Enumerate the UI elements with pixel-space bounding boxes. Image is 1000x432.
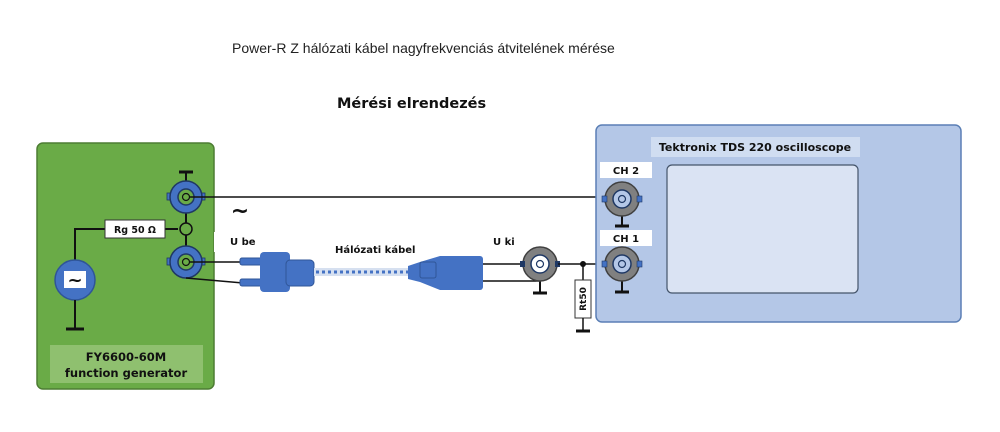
plug-neck	[285, 259, 315, 287]
plug-body	[260, 252, 290, 292]
ube-label-bg	[214, 232, 248, 252]
output-voltage-label: U ki	[493, 237, 515, 248]
ch1-label: CH 1	[613, 234, 639, 245]
page-title: Power-R Z hálózati kábel nagyfrekvenciás…	[232, 40, 615, 56]
plug-wire-bottom	[185, 277, 244, 284]
bnc-pin	[617, 259, 627, 269]
plug-socket-body	[443, 256, 483, 290]
rg-resistor-label: Rg 50 Ω	[114, 225, 156, 236]
signal-sine-icon: ~	[231, 199, 249, 224]
power-plug-female	[408, 256, 483, 290]
bnc-pin	[535, 259, 545, 269]
oscilloscope: Tektronix TDS 220 oscilloscope CH 2 CH 1	[595, 124, 962, 323]
bnc-pin	[617, 194, 627, 204]
input-voltage-label: U be	[230, 237, 256, 248]
bnc-lug	[601, 195, 608, 203]
oscilloscope-name: Tektronix TDS 220 oscilloscope	[659, 141, 851, 154]
bnc-lug	[520, 261, 525, 267]
ch1-label-box	[600, 230, 652, 246]
generator-name-line1: FY6600-60M	[86, 350, 166, 364]
output-bnc	[520, 246, 560, 295]
junction-node	[179, 222, 193, 236]
rg-resistor	[104, 219, 166, 239]
bnc-lug	[636, 260, 643, 268]
bnc-lug	[601, 260, 608, 268]
bnc-pin	[181, 257, 191, 267]
oscilloscope-name-box	[651, 137, 860, 157]
generator-label-box	[50, 345, 203, 383]
ac-source-symbol-box	[64, 271, 86, 288]
plug-collar	[419, 261, 437, 279]
diagram-subtitle: Mérési elrendezés	[337, 96, 487, 112]
function-generator: FY6600-60M function generator Rg 50 Ω ~	[36, 142, 215, 390]
bnc-lug	[636, 195, 643, 203]
oscilloscope-screen	[666, 164, 859, 294]
ch2-label-box	[600, 162, 652, 178]
generator-wire-left	[74, 228, 105, 265]
bnc-pin	[181, 192, 191, 202]
sine-wave-icon: ~	[67, 270, 82, 291]
bnc-lug	[555, 261, 560, 267]
cable-label: Hálózati kábel	[335, 244, 415, 256]
ch2-label: CH 2	[613, 166, 639, 177]
power-plug-male	[239, 252, 315, 292]
power-cable	[314, 268, 412, 276]
termination-label: Rt50	[579, 287, 589, 311]
generator-name-line2: function generator	[65, 366, 188, 380]
